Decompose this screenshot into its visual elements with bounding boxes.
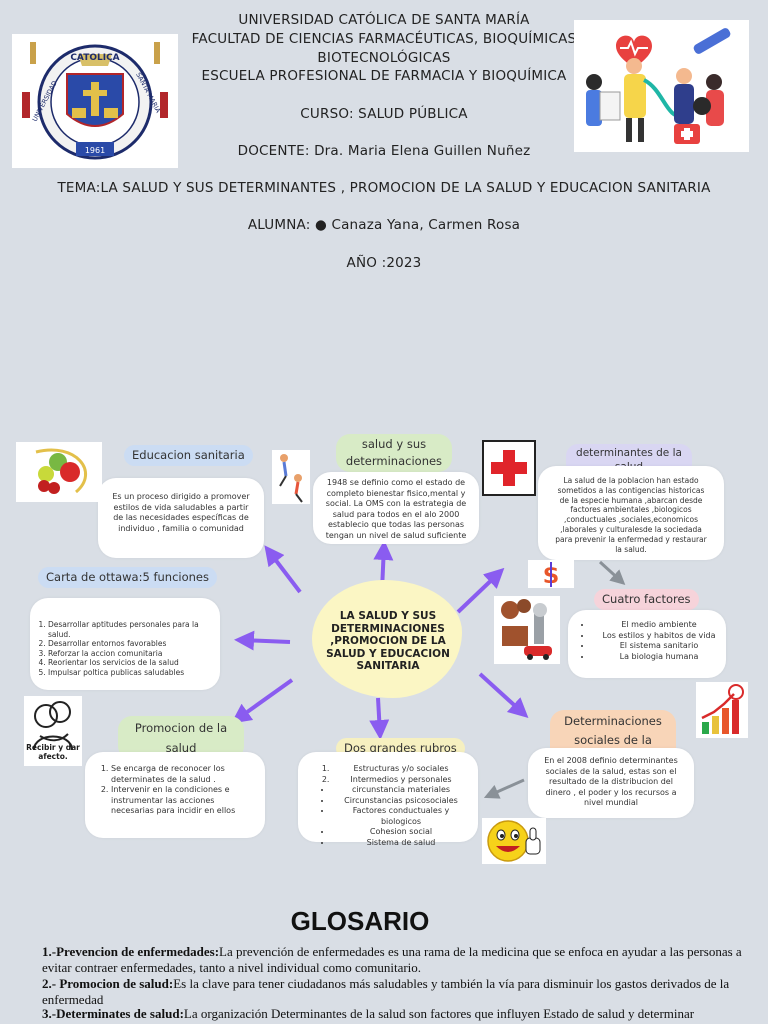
rubros-bullet: Sistema de salud <box>332 838 470 849</box>
salud-text: 1948 se definio como el estado de comple… <box>325 478 467 540</box>
glossary-item-1: 1.-Prevencion de enfermedades:La prevenc… <box>42 944 742 976</box>
header-university: UNIVERSIDAD CATÓLICA DE SANTA MARÍA <box>238 12 530 28</box>
rubros-bullet: Factores conductuales y biologicos <box>332 806 470 827</box>
arrow-to-sociales <box>478 672 529 719</box>
glossary-item-3: 3.-Determinates de salud:La organización… <box>42 1006 742 1022</box>
red-cross-image <box>482 440 536 496</box>
ottawa-item: Reforzar la accion comunitaria <box>48 649 212 659</box>
glossary-definition: La prevención de enfermedades es una ram… <box>42 944 742 975</box>
ottawa-card: Desarrollar aptitudes personales para la… <box>30 598 220 690</box>
promocion-item: Intervenir en la condiciones e instrumen… <box>111 785 255 817</box>
smiley-image <box>482 818 546 864</box>
growth-chart-image <box>696 682 748 738</box>
fruit-icon <box>35 448 88 494</box>
pollution-icon <box>501 599 552 660</box>
fruit-measure-image <box>16 442 102 502</box>
header-school: ESCUELA PROFESIONAL DE FARMACIA Y BIOQUÍ… <box>201 68 567 84</box>
health-team-illustration <box>574 20 749 152</box>
determinantes-text: La salud de la poblacion han estado some… <box>555 476 707 554</box>
cuatro-item: La biologia humana <box>592 652 726 663</box>
arrow-to-ottawa <box>234 630 291 651</box>
red-cross-icon <box>491 450 527 486</box>
cuatro-item: Los estilos y habitos de vida <box>592 631 726 642</box>
medical-team-icon <box>586 28 731 144</box>
sociales-text: En el 2008 definio determinantes sociale… <box>544 756 678 807</box>
header-teacher: DOCENTE: Dra. Maria Elena Guillen Nuñez <box>237 143 531 159</box>
university-logo: CATOLICA UNIVERSIDAD SANTA MARIA 1961 <box>12 34 178 168</box>
sociales-card: En el 2008 definio determinantes sociale… <box>528 748 694 818</box>
ottawa-item: Impulsar poltica publicas saludables <box>48 668 212 678</box>
dollar-icon: $ <box>543 561 560 589</box>
rubros-bullet: circunstancia materiales <box>332 785 470 796</box>
arrow-to-promocion <box>231 678 294 724</box>
cuatro-item: El sistema sanitario <box>592 641 726 652</box>
university-seal-icon: CATOLICA UNIVERSIDAD SANTA MARIA 1961 <box>22 42 168 160</box>
glossary-definition: Es la clave para tener ciudadanos más sa… <box>42 976 730 1007</box>
hug-image: Recibir y dar afecto. <box>24 696 82 766</box>
educacion-text: Es un proceso dirigido a promover estilo… <box>112 492 250 533</box>
ottawa-list: Desarrollar aptitudes personales para la… <box>30 598 220 677</box>
smiley-thumbs-up-icon <box>487 820 541 862</box>
growth-chart-icon <box>701 684 744 734</box>
exercise-image <box>272 450 310 504</box>
money-image: $ <box>528 560 574 589</box>
cuatro-item: El medio ambiente <box>592 620 726 631</box>
header-topic: TEMA:LA SALUD Y SUS DETERMINANTES , PROM… <box>57 180 711 196</box>
cuatro-list: El medio ambiente Los estilos y habitos … <box>568 610 726 662</box>
header-course: CURSO: SALUD PÚBLICA <box>300 106 468 122</box>
promocion-item: Se encarga de reconocer los determinates… <box>111 764 255 785</box>
glossary-term: 3.-Determinates de salud: <box>42 1006 184 1021</box>
glossary-term: 1.-Prevencion de enfermedades: <box>42 944 220 959</box>
glossary-definition: La organización Determinantes de la salu… <box>183 1006 695 1021</box>
rubros-numbered-list: Estructuras y/o sociales Intermedios y p… <box>298 752 478 785</box>
arrow-to-rubros-from-sociales <box>483 778 525 799</box>
arrow-to-educacion <box>264 545 302 594</box>
determinantes-card: La salud de la poblacion han estado some… <box>538 466 724 560</box>
cuatro-card: El medio ambiente Los estilos y habitos … <box>568 610 726 678</box>
educacion-card: Es un proceso dirigido a promover estilo… <box>98 478 264 558</box>
cuatro-title: Cuatro factores <box>594 589 699 610</box>
ottawa-item: Desarrollar aptitudes personales para la… <box>48 620 212 639</box>
header-year: AÑO :2023 <box>346 255 422 271</box>
salud-card: 1948 se definio como el estado de comple… <box>313 472 479 544</box>
hug-icon <box>33 701 73 751</box>
arrow-to-rubros <box>369 697 390 740</box>
ottawa-item: Desarrollar entornos favorables <box>48 639 212 649</box>
ottawa-title: Carta de ottawa:5 funciones <box>38 567 217 588</box>
rubros-item: Estructuras y/o sociales <box>332 764 470 775</box>
promocion-list: Se encarga de reconocer los determinates… <box>85 752 265 817</box>
arrow-to-determinantes <box>456 567 505 614</box>
ottawa-item: Reorientar los servicios de la salud <box>48 658 212 668</box>
rubros-bullet: Circunstancias psicosociales <box>332 796 470 807</box>
pollution-image <box>494 596 560 664</box>
arrow-to-cuatro <box>598 560 626 586</box>
glossary-term: 2.- Promocion de salud: <box>42 976 174 991</box>
header-student: ALUMNA: ● Canaza Yana, Carmen Rosa <box>247 217 521 233</box>
center-node-shape <box>312 580 462 698</box>
header-faculty-cont: BIOTECNOLÓGICAS <box>317 50 451 66</box>
rubros-bullet-list: circunstancia materiales Circunstancias … <box>298 785 478 848</box>
logo-top-text: CATOLICA <box>70 53 119 63</box>
glossary-title: GLOSARIO <box>290 906 430 936</box>
promocion-card: Se encarga de reconocer los determinates… <box>85 752 265 838</box>
center-node-title: LA SALUD Y SUS DETERMINACIONES ,PROMOCIO… <box>326 610 450 672</box>
rubros-item: Intermedios y personales <box>332 775 470 786</box>
glossary-item-2: 2.- Promocion de salud:Es la clave para … <box>42 976 742 1008</box>
header-faculty: FACULTAD DE CIENCIAS FARMACÉUTICAS, BIOQ… <box>191 31 577 47</box>
exercise-icon <box>279 454 303 503</box>
hug-caption: Recibir y dar afecto. <box>26 743 80 761</box>
rubros-card: Estructuras y/o sociales Intermedios y p… <box>298 752 478 847</box>
rubros-bullet: Cohesion social <box>332 827 470 838</box>
logo-year-text: 1961 <box>85 146 105 155</box>
educacion-title: Educacion sanitaria <box>124 445 253 466</box>
salud-title: salud y sus determinaciones <box>336 434 452 472</box>
